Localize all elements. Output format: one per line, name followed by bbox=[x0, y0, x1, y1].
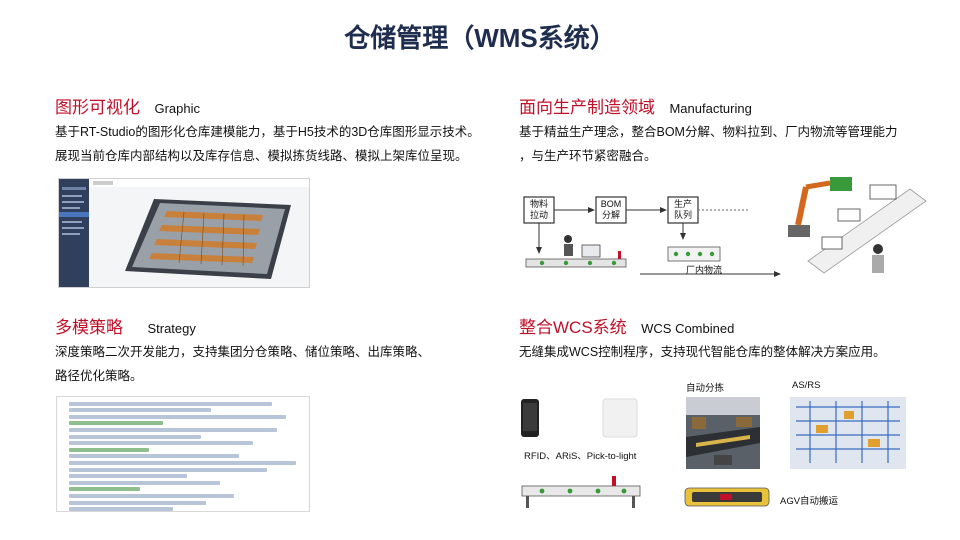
auto-sorting-image bbox=[686, 397, 760, 469]
section-wcs: 整合WCS系统 WCS Combined 无缝集成WCS控制程序，支持现代智能仓… bbox=[519, 313, 949, 364]
section-manufacturing-subtitle: Manufacturing bbox=[669, 101, 752, 116]
label-agv: AGV自动搬运 bbox=[780, 496, 839, 507]
conveyor-image bbox=[520, 474, 642, 510]
section-manufacturing-line-2: ，与生产环节紧密融合。 bbox=[519, 149, 657, 163]
manufacturing-diagram: 物料 拉动 BOM 分解 生产 队列 厂内物流 bbox=[518, 175, 928, 285]
box-production-queue-line-1: 生产 bbox=[673, 199, 692, 209]
section-strategy-line-1: 深度策略二次开发能力，支持集团分仓策略、储位策略、出库策略、 bbox=[55, 345, 431, 359]
box-bom-split: BOM 分解 bbox=[598, 199, 624, 221]
section-strategy-title: 多模策略 bbox=[55, 318, 123, 337]
section-wcs-subtitle: WCS Combined bbox=[641, 321, 735, 336]
agv-image bbox=[684, 487, 770, 507]
asrs-image bbox=[790, 397, 906, 469]
page-title: 仓储管理（WMS系统） bbox=[344, 23, 616, 53]
section-graphic-line-2: 展现当前仓库内部结构以及库存信息、模拟拣货线路、模拟上架库位呈现。 bbox=[55, 149, 468, 163]
section-strategy-subtitle: Strategy bbox=[147, 321, 196, 336]
section-manufacturing: 面向生产制造领域 Manufacturing 基于精益生产理念，整合BOM分解、… bbox=[519, 93, 949, 168]
box-production-queue-line-2: 队列 bbox=[673, 210, 692, 220]
flow-label: 厂内物流 bbox=[686, 265, 723, 275]
box-bom-split-line-1: BOM bbox=[600, 199, 622, 209]
section-manufacturing-title: 面向生产制造领域 bbox=[519, 98, 655, 117]
warehouse-3d-screenshot bbox=[58, 178, 310, 288]
box-material-pull: 物料 拉动 bbox=[526, 199, 552, 221]
section-strategy-line-2: 路径优化策略。 bbox=[55, 369, 143, 383]
section-wcs-line-1: 无缝集成WCS控制程序，支持现代智能仓库的整体解决方案应用。 bbox=[519, 345, 886, 359]
section-graphic: 图形可视化 Graphic 基于RT-Studio的图形化仓库建模能力，基于H5… bbox=[55, 93, 495, 168]
box-bom-split-line-2: 分解 bbox=[601, 210, 620, 220]
section-graphic-title: 图形可视化 bbox=[55, 98, 140, 117]
section-graphic-subtitle: Graphic bbox=[154, 101, 200, 116]
box-production-queue: 生产 队列 bbox=[670, 199, 696, 221]
section-wcs-title: 整合WCS系统 bbox=[519, 318, 627, 337]
box-material-pull-line-2: 拉动 bbox=[529, 210, 548, 220]
code-screenshot bbox=[56, 396, 310, 512]
box-material-pull-line-1: 物料 bbox=[529, 199, 548, 209]
rfid-reader-image bbox=[602, 398, 638, 438]
label-auto-sorting: 自动分拣 bbox=[686, 383, 725, 394]
section-manufacturing-line-1: 基于精益生产理念，整合BOM分解、物料拉到、厂内物流等管理能力 bbox=[519, 125, 898, 139]
rfid-phone-image bbox=[520, 398, 540, 438]
label-asrs: AS/RS bbox=[792, 380, 821, 391]
section-graphic-line-1: 基于RT-Studio的图形化仓库建模能力，基于H5技术的3D仓库图形显示技术。 bbox=[55, 125, 480, 139]
section-strategy: 多模策略 Strategy 深度策略二次开发能力，支持集团分仓策略、储位策略、出… bbox=[55, 313, 495, 388]
label-rfid: RFID、ARiS、Pick-to-light bbox=[524, 451, 637, 462]
